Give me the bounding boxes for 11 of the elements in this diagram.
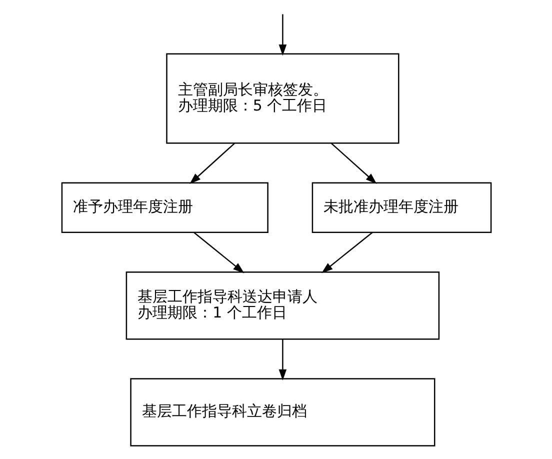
node-box: 基层工作指导科送达申请人 办理期限：1 个工作日 [125,272,440,340]
arrow [278,339,286,381]
arrow [330,142,376,184]
node-box: 准予办理年度注册 [60,182,268,234]
node-box: 主管副局长审核签发。 办理期限：5 个工作日 [166,53,399,144]
node-box: 未批准办理年度注册 [311,182,492,234]
arrow [278,14,286,56]
arrow [189,142,234,184]
arrow [321,232,372,274]
arrow [193,232,244,274]
node-box: 基层工作指导科立卷归档 [130,378,435,446]
